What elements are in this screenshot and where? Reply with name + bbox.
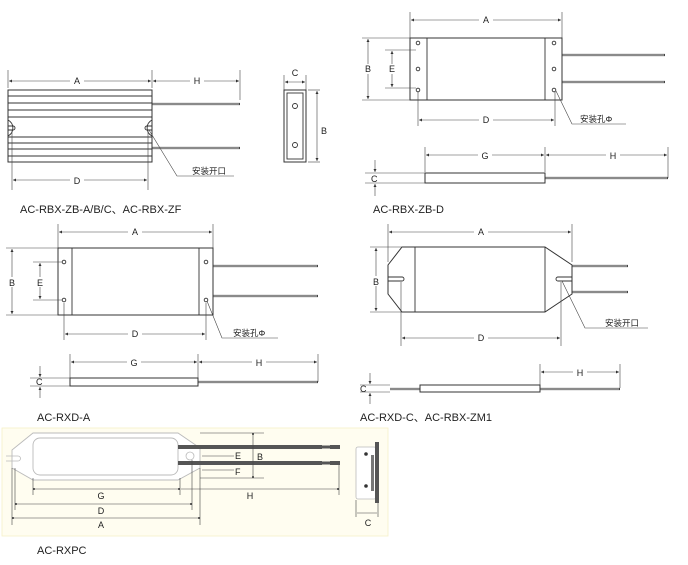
dim-d-label: D — [132, 329, 139, 339]
caption: AC-RBX-ZB-D — [373, 204, 444, 216]
dim-a-label: A — [74, 76, 80, 86]
resistor-body — [57, 247, 214, 316]
dim-g-label: G — [97, 491, 104, 501]
dim-a-label: A — [98, 520, 104, 530]
dim-g-label: G — [481, 151, 488, 161]
dim-d-label: D — [74, 176, 81, 186]
caption: AC-RBX-ZB-A/B/C、AC-RBX-ZF — [20, 204, 182, 216]
dim-c-label: C — [36, 377, 43, 387]
dim-b-label: B — [373, 277, 379, 287]
dim-h-label: H — [610, 151, 617, 161]
dim-e-label: E — [37, 278, 43, 288]
caption: AC-RXPC — [37, 545, 87, 557]
drawing-ac-rxd-c: A B D 安装开口 H C AC-RXD-C、AC-RBX-ZM1 — [360, 224, 648, 424]
dim-c-label: C — [292, 68, 299, 78]
dim-b-label: B — [257, 452, 263, 462]
dim-a-label: A — [478, 227, 484, 237]
mounting-slot-callout: 安装开口 — [192, 166, 226, 176]
dim-a-label: A — [483, 15, 489, 25]
dim-h-label: H — [247, 491, 254, 501]
caption: AC-RXD-A — [37, 412, 91, 424]
side-view — [419, 384, 541, 393]
resistor-body — [7, 89, 153, 163]
dim-a-label: A — [132, 227, 138, 237]
drawing-ac-rxpc: E B F G H D A C AC-RXPC — [1, 427, 389, 557]
dim-e-label: E — [235, 451, 241, 461]
side-view — [424, 172, 546, 184]
mounting-slot-callout: 安装开口 — [605, 318, 639, 328]
mounting-hole-callout: 安装孔Φ — [233, 328, 266, 338]
side-view — [69, 377, 199, 387]
dim-f-label: F — [235, 467, 241, 477]
mounting-hole-callout: 安装孔Φ — [580, 114, 613, 124]
dim-h-label: H — [256, 358, 263, 368]
dim-c-label: C — [365, 518, 372, 528]
dim-h-label: H — [194, 76, 201, 86]
drawing-ac-rbx-zb: A H D 安装开口 C B AC-RBX-ZB-A/B/C、AC-RBX-ZF — [7, 68, 327, 216]
resistor-body — [387, 246, 573, 313]
dim-e-label: E — [389, 64, 395, 74]
end-view — [283, 89, 307, 163]
dim-b-label: B — [321, 126, 327, 136]
dim-c-label: C — [371, 174, 378, 184]
dim-d-label: D — [98, 506, 105, 516]
dim-d-label: D — [483, 115, 490, 125]
drawing-ac-rbx-zb-d: A B E D 安装孔Φ G H C AC-RBX-ZB-D — [362, 12, 669, 216]
dim-b-label: B — [9, 278, 15, 288]
dim-d-label: D — [478, 333, 485, 343]
caption: AC-RXD-C、AC-RBX-ZM1 — [360, 412, 492, 424]
dim-b-label: B — [365, 64, 371, 74]
dim-h-label: H — [577, 368, 584, 378]
dim-c-label: C — [360, 384, 367, 394]
resistor-body — [409, 37, 563, 101]
drawing-ac-rxd-a: A B E D 安装孔Φ G H C AC-RXD-A — [6, 224, 319, 424]
dim-g-label: G — [130, 358, 137, 368]
